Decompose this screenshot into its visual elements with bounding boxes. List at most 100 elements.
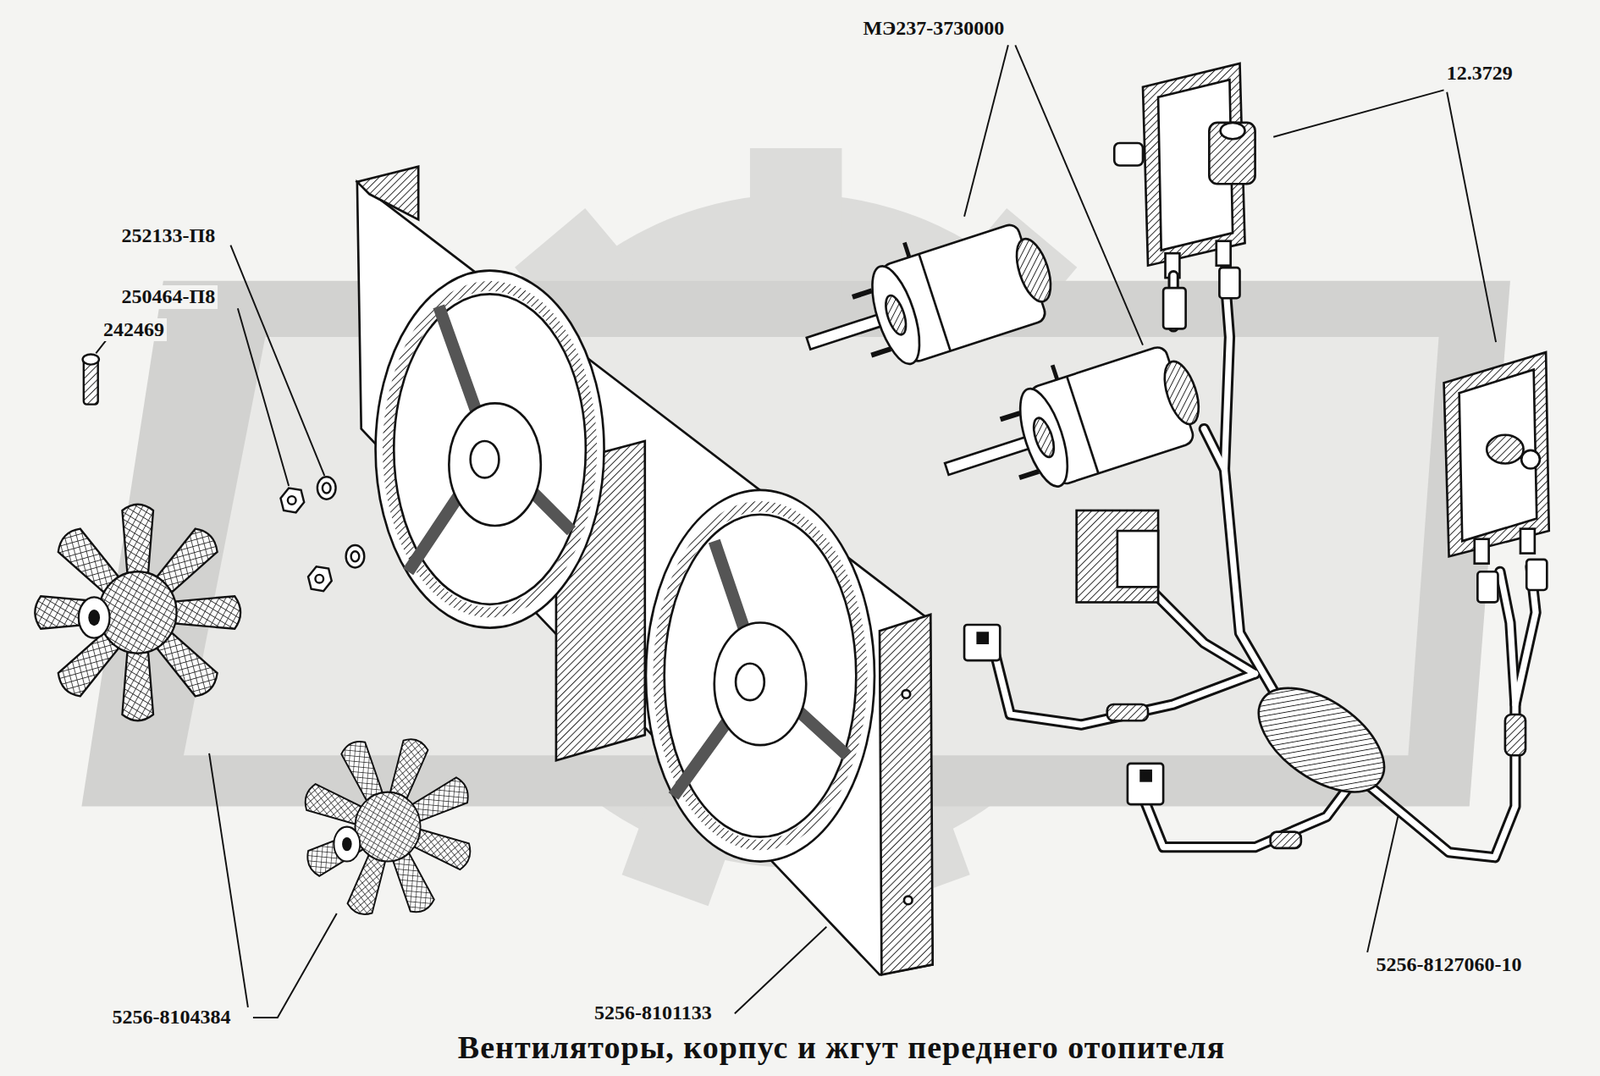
drawing-part [357,166,419,221]
drawing-part [1446,92,1496,343]
drawing-part [1107,704,1148,721]
drawing-part [977,633,988,644]
drawing-part [1127,763,1164,805]
drawing-part [1241,667,1403,813]
drawing-part [88,609,100,626]
drawing-part [871,348,891,355]
drawing-part [1520,529,1535,554]
drawing-part [673,540,848,796]
drawing-part [253,913,337,1018]
drawing-part [657,506,862,845]
drawing-part [734,926,827,1014]
drawing-part [230,245,325,476]
drawing-part [882,292,911,337]
drawing-part [408,306,572,572]
drawing-part [1000,413,1021,420]
drawing-part [1526,559,1547,591]
part-number: МЭ237-3730000 [860,16,1007,41]
drawing-part [333,827,360,862]
part-number: 5256-8101133 [591,1001,715,1026]
drawing-part [1444,352,1550,557]
drawing-part [904,242,910,257]
drawing-part [1220,122,1246,139]
drawing-part [1273,89,1444,137]
drawing-part [994,653,1255,725]
fastener [82,354,365,592]
drawing-part [714,623,806,746]
drawing-part [1270,832,1302,849]
leader-line [95,44,1496,1018]
drawing-part [1009,234,1058,306]
relay [1114,63,1549,564]
electric-motor [788,203,1064,392]
drawing-part [994,653,1255,725]
drawing-part [287,496,297,505]
drawing-part [664,514,857,838]
harness-connector [964,267,1547,849]
drawing-part [308,566,332,591]
electric-motor [926,325,1211,518]
drawing-part [1076,510,1159,602]
drawing-part [645,490,875,862]
drawing-part [342,837,353,851]
drawing-part [448,402,541,526]
drawing-part [1224,270,1516,858]
drawing-part [375,270,605,629]
drawing-part [78,596,111,638]
drawing-part [1216,241,1231,266]
drawing-part [1477,571,1498,602]
part-number: 242469 [100,318,167,343]
fan-impeller [34,504,241,722]
drawing-part [346,545,365,569]
drawing-part [209,753,249,1008]
drawing-part [1114,143,1143,166]
drawing-part [1158,357,1206,429]
drawing-part [351,551,360,562]
drawing-part [852,290,872,297]
drawing-part [1141,770,1152,781]
drawing-part [387,286,592,613]
drawing-part [1010,383,1078,492]
drawing-part [357,182,933,976]
drawing-part [904,896,913,905]
drawing-part [99,571,177,653]
drawing-part [964,44,1009,217]
drawing-part [918,253,950,352]
drawing-part [393,293,586,604]
drawing-part [314,574,324,584]
drawing-part [1153,591,1256,674]
drawing-part [1521,450,1540,469]
drawing-part [879,614,933,975]
drawing-part [322,482,332,493]
drawing-part [1052,364,1058,380]
part-number: 250464-П8 [119,285,219,309]
drawing-part [317,476,337,500]
drawing-part [1505,714,1526,756]
part-number: 12.3729 [1444,61,1516,86]
drawing-part [237,308,289,486]
fan-housing [357,166,933,976]
drawing-part [354,792,420,862]
drawing-part [750,148,842,230]
wiring-harness [994,270,1536,858]
part-number: 252133-П8 [119,224,219,249]
drawing-part [1019,471,1039,478]
drawing-part [1208,122,1255,184]
drawing-part [862,260,930,370]
fan-impeller [302,735,475,918]
drawing-part [470,441,500,478]
drawing-part [902,689,911,699]
drawing-part [735,663,765,701]
drawing-part [1486,435,1523,464]
watermark-logo [81,148,1511,906]
drawing-part [1203,429,1225,470]
part-number: 5256-8127060-10 [1373,953,1525,977]
drawing-part [1474,539,1490,564]
diagram-title: Вентиляторы, корпус и жгут переднего ото… [454,1029,1229,1067]
part-number: 5256-8104384 [110,1005,234,1030]
drawing-part [1219,267,1240,298]
drawing-part [964,624,1000,661]
drawing-part [1066,376,1098,475]
